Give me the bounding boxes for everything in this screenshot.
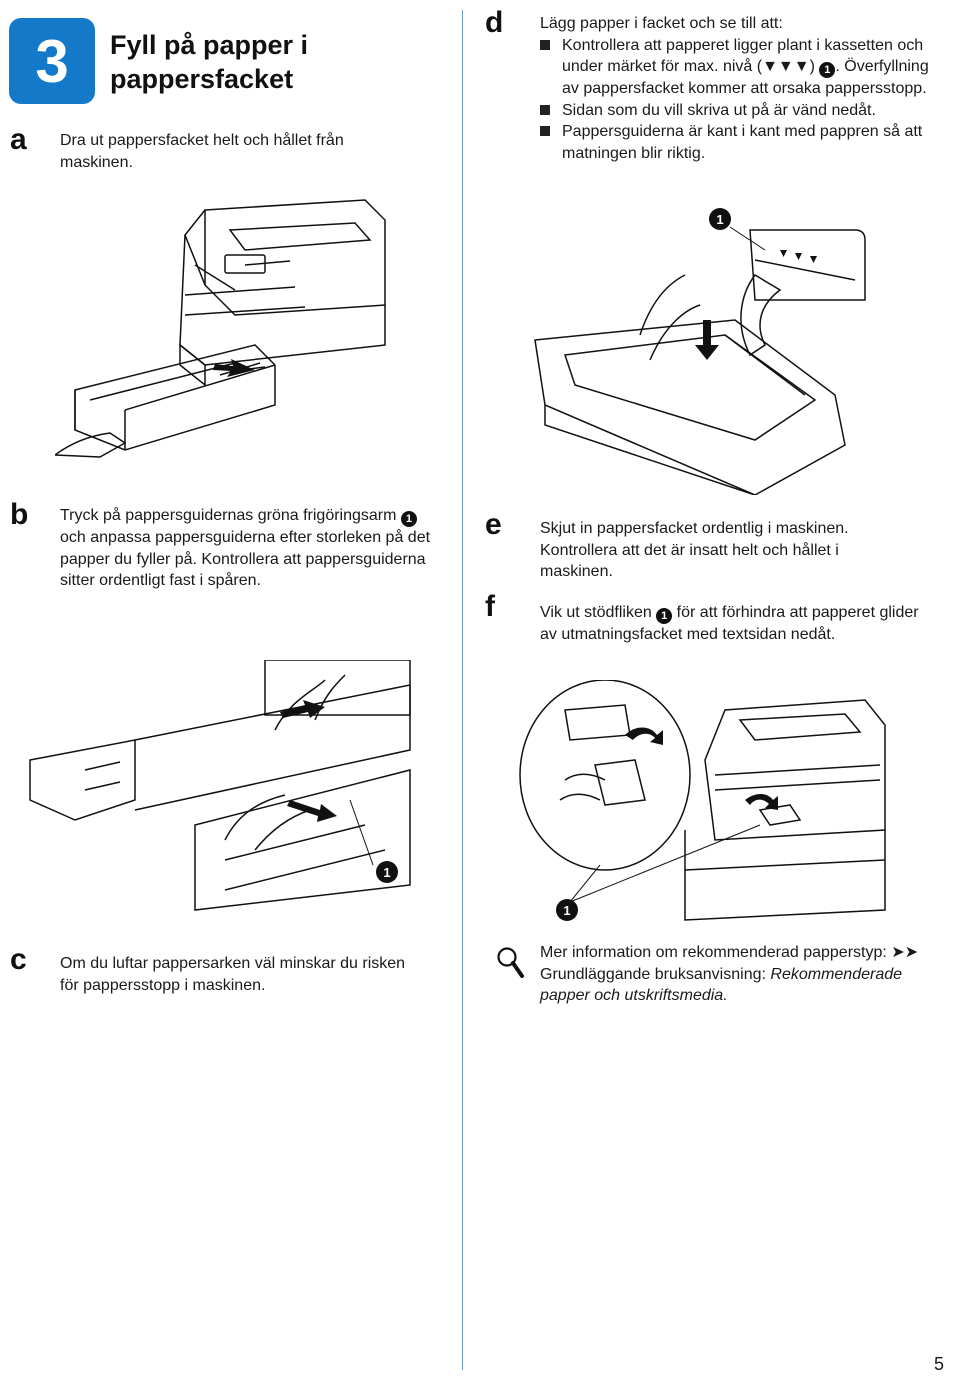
step-a-text: Dra ut pappersfacket helt och hållet frå… [60, 132, 344, 171]
step-number-badge: 3 [9, 18, 95, 104]
step-b-text-after: och anpassa pappersguiderna efter storle… [60, 529, 431, 589]
step-d-bullet-3: Pappersguiderna är kant i kant med pappr… [540, 121, 930, 164]
callout-1-circle-d [709, 208, 731, 230]
step-d-bullet-1: Kontrollera att papperet ligger plant i … [540, 35, 930, 100]
step-d-bullet-1-before: Kontrollera att papperet ligger plant i … [562, 36, 924, 76]
callout-1-label-f: 1 [563, 903, 570, 918]
illustration-pull-out-tray [55, 199, 386, 458]
step-f-text: Vik ut stödfliken 1 för att förhindra at… [540, 602, 930, 646]
magnifier-icon [497, 947, 524, 978]
column-divider [462, 10, 463, 1370]
step-letter-a: a [10, 123, 27, 156]
note-reference: Rekommenderade papper och utskriftsmedia… [540, 965, 903, 1005]
step-b-text-before: Tryck på pappersguidernas gröna frigörin… [60, 507, 397, 524]
step-d-text: Lägg papper i facket och se till att: Ko… [540, 13, 930, 164]
bullet-square-icon [540, 126, 550, 136]
note-text: Mer information om rekommenderad pappers… [540, 942, 920, 1007]
callout-1-label-b: 1 [383, 865, 390, 880]
callout-1-circle-b [376, 861, 398, 883]
step-e-text: Skjut in pappersfacket ordentlig i maski… [540, 520, 849, 580]
step-letter-f: f [485, 590, 495, 623]
step-d-intro: Lägg papper i facket och se till att: [540, 15, 783, 32]
illustration-adjust-guides: 1 [29, 660, 411, 911]
callout-1-badge: 1 [656, 608, 673, 624]
callout-1-circle-f [556, 899, 578, 921]
step-c-text: Om du luftar pappersarken väl minskar du… [60, 955, 406, 994]
step-d-bullet-1-after: . Överfyllning av pappersfacket kommer a… [562, 58, 929, 97]
section-title: Fyll på papper i pappersfacket [110, 30, 309, 94]
step-letter-d: d [485, 6, 504, 39]
step-number: 3 [35, 27, 69, 95]
double-arrow-icon: ➤➤ [891, 944, 919, 961]
step-f-text-after: för att förhindra att papperet glider av… [540, 604, 919, 643]
step-d-bullet-2: Sidan som du vill skriva ut på är vänd n… [540, 100, 930, 122]
step-letter-b: b [10, 498, 29, 531]
note-guide: Grundläggande bruksanvisning: [540, 965, 766, 983]
bullet-square-icon [540, 39, 550, 50]
step-f-text-before: Vik ut stödfliken [540, 604, 652, 621]
step-b-text: Tryck på pappersguidernas gröna frigörin… [60, 505, 445, 592]
step-letter-c: c [10, 943, 27, 976]
note-line1: Mer information om rekommenderad pappers… [540, 944, 887, 961]
bullet-square-icon [540, 104, 550, 115]
page-number: 5 [933, 1354, 944, 1374]
callout-1-badge: 1 [400, 511, 417, 527]
step-d-bullet-3-text: Pappersguiderna är kant i kant med pappr… [562, 123, 923, 162]
illustration-load-paper: 1 [534, 208, 866, 495]
callout-1-label-d: 1 [716, 212, 723, 227]
illustration-support-flap: 1 [519, 680, 886, 921]
step-letter-e: e [485, 508, 502, 541]
callout-1-badge: 1 [819, 62, 836, 78]
step-d-bullet-2-text: Sidan som du vill skriva ut på är vänd n… [562, 101, 876, 119]
